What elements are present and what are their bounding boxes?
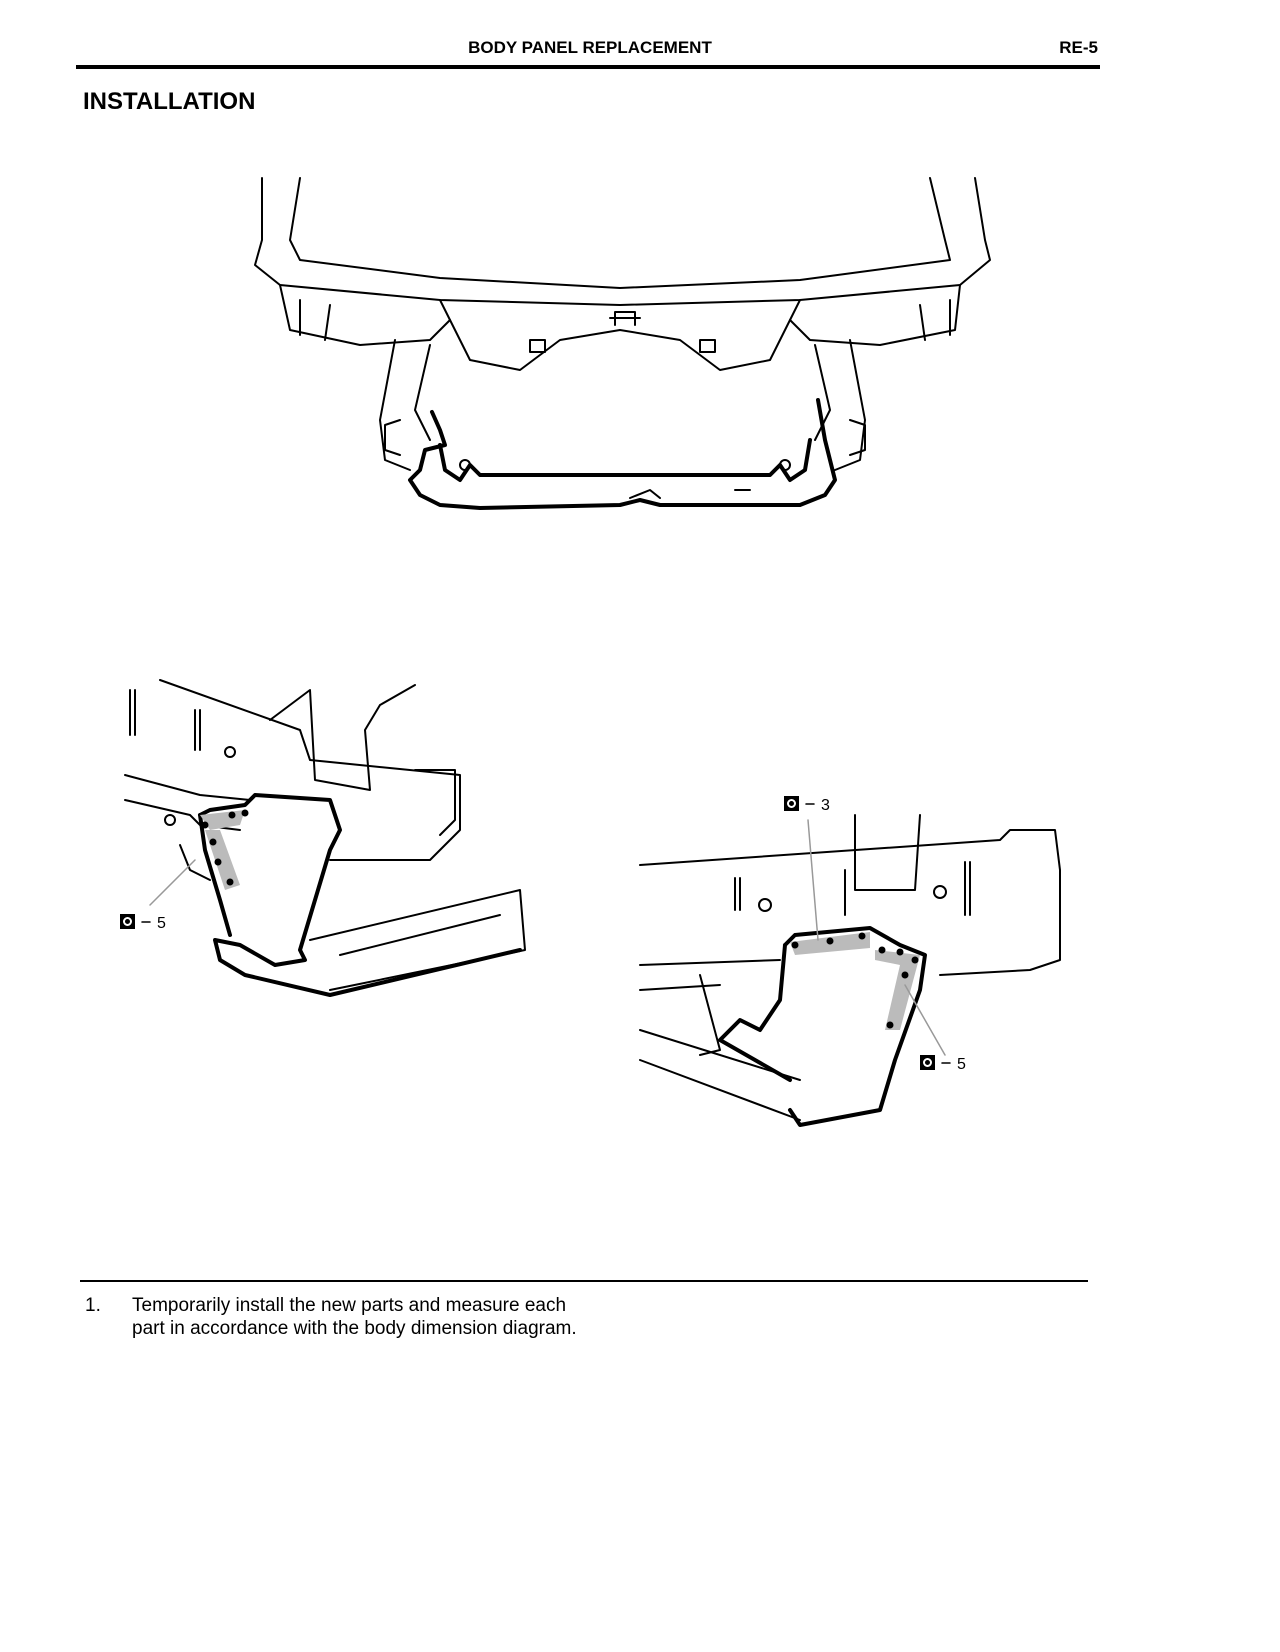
- weld-count-label: 5: [157, 915, 166, 932]
- left-leader-line: [149, 859, 196, 906]
- right-weld-points: [790, 932, 920, 1030]
- left-weld-points: [200, 809, 249, 890]
- step-number: 1.: [85, 1295, 101, 1316]
- left-side-member-illustration: [124, 679, 526, 991]
- left-reinforcement-outline: [198, 793, 522, 997]
- running-header-title: BODY PANEL REPLACEMENT: [468, 38, 712, 57]
- highlighted-lower-member: [408, 398, 837, 510]
- right-side-member-illustration: [639, 814, 1061, 1121]
- step-divider: [80, 1280, 1088, 1282]
- weld-count-label: 3: [821, 797, 830, 814]
- spot-weld-symbol-icon: [784, 796, 815, 811]
- right-leader-lines: [807, 819, 946, 1056]
- spot-weld-symbol-icon: [920, 1055, 951, 1070]
- step-text: Temporarily install the new parts and me…: [132, 1295, 577, 1339]
- spot-weld-symbol-icon: [120, 914, 151, 929]
- page-number: RE-5: [1059, 38, 1098, 57]
- right-reinforcement-outline: [718, 926, 927, 1127]
- section-title: INSTALLATION: [83, 88, 256, 115]
- header-divider: [76, 65, 1100, 69]
- radiator-support-illustration: [254, 177, 991, 471]
- weld-count-label: 5: [957, 1056, 966, 1073]
